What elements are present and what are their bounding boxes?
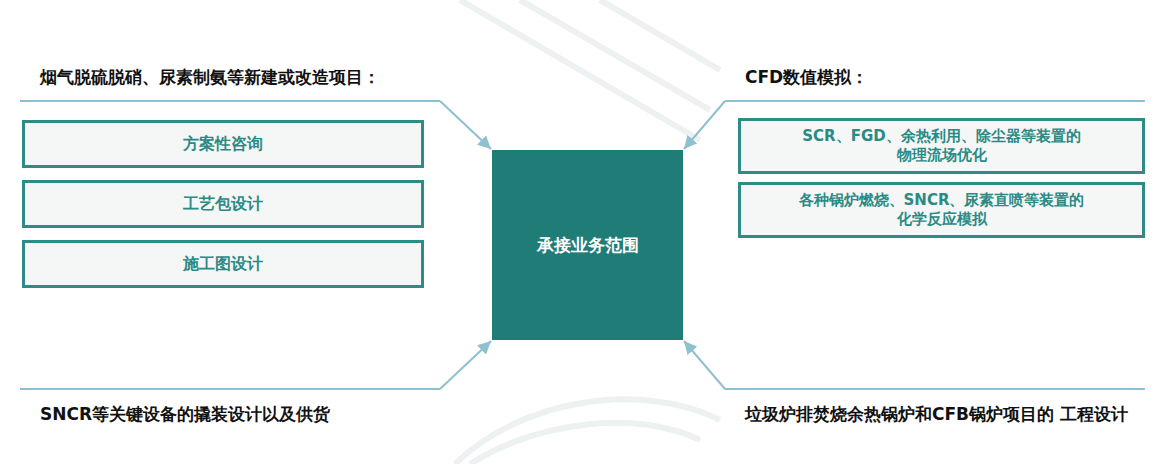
section-heading: 烟气脱硫脱硝、尿素制氨等新建或改造项目： (20, 50, 440, 102)
building-lines (455, 0, 720, 464)
service-box: 工艺包设计 (22, 180, 424, 228)
node-text: 施工图设计 (183, 254, 263, 275)
node-text: 烟气脱硫脱硝、尿素制氨等新建或改造项目： (40, 65, 380, 91)
node-text: SCR、FGD、余热利用、除尘器等装置的 物理流场优化 (777, 127, 1107, 165)
node-text: 垃圾炉排焚烧余热锅炉和CFB锅炉项目的 工程设计 (745, 402, 1145, 428)
node-text: 各种锅炉燃烧、SNCR、尿素直喷等装置的 化学反应模拟 (777, 191, 1107, 229)
arch-line (455, 399, 720, 464)
node-text: 承接业务范围 (537, 234, 639, 257)
connector-arrow (440, 101, 491, 149)
roof-line (600, 0, 720, 70)
service-box: SCR、FGD、余热利用、除尘器等装置的 物理流场优化 (738, 118, 1145, 174)
center-box: 承接业务范围 (492, 150, 683, 340)
roof-line (520, 0, 710, 110)
connector-arrow (684, 341, 725, 389)
connector-arrow (684, 101, 725, 149)
roof-line (460, 0, 700, 140)
node-text: SNCR等关键设备的撬装设计以及供货 (40, 402, 440, 428)
section-heading: SNCR等关键设备的撬装设计以及供货 (20, 388, 440, 428)
service-box: 方案性咨询 (22, 120, 424, 168)
node-text: CFD数值模拟： (745, 65, 868, 91)
node-text: 方案性咨询 (183, 134, 263, 155)
node-text: 工艺包设计 (183, 194, 263, 215)
section-heading: CFD数值模拟： (725, 50, 1145, 102)
arch-line (470, 423, 700, 464)
section-heading: 垃圾炉排焚烧余热锅炉和CFB锅炉项目的 工程设计 (725, 388, 1145, 428)
service-box: 各种锅炉燃烧、SNCR、尿素直喷等装置的 化学反应模拟 (738, 182, 1145, 238)
service-box: 施工图设计 (22, 240, 424, 288)
connector-arrow (440, 341, 491, 389)
